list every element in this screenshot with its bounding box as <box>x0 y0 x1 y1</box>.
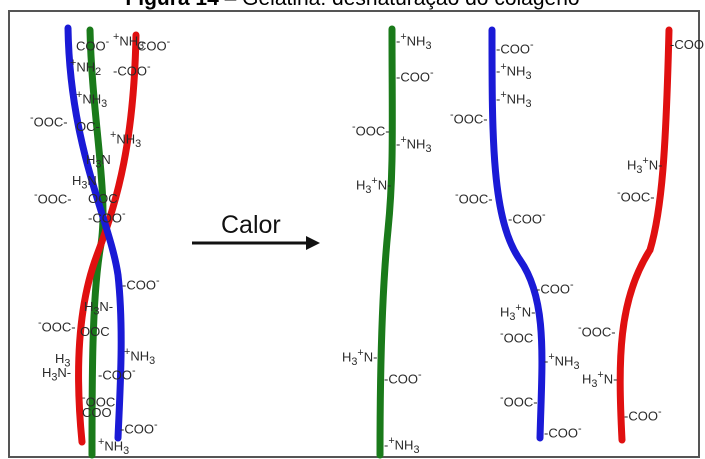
group-label: -OOC- <box>617 187 655 205</box>
group-label: -+NH3 <box>544 351 580 372</box>
figure-number: Figura 14 <box>125 0 218 10</box>
group-label: H3+N- <box>356 175 392 196</box>
group-label: OOC <box>88 191 118 206</box>
group-label: -COO- <box>624 406 662 424</box>
group-label: -OOC- <box>500 392 538 410</box>
group-label: H3+N- <box>627 155 663 176</box>
group-label: -COO- <box>396 67 434 85</box>
group-label: -+NH3 <box>384 435 420 456</box>
figure-frame <box>8 10 700 458</box>
helix-strand-red <box>75 31 140 446</box>
group-label: +NH3 <box>124 346 156 367</box>
group-label: +NH3 <box>110 129 142 150</box>
group-label: H3N- <box>42 365 72 384</box>
group-label: H3N <box>72 173 97 192</box>
arrow-label-calor: Calor <box>221 211 281 239</box>
group-label: COO- <box>137 36 171 54</box>
group-label: -COO- <box>88 208 126 226</box>
group-label: -COO- <box>113 61 151 79</box>
group-label: +NH3 <box>76 89 108 110</box>
figure-title: Figura 14 – Gelatina: desnaturação do co… <box>0 0 705 11</box>
group-label: H3 <box>55 351 71 370</box>
group-label: +NH3 <box>113 31 145 52</box>
group-label: COO- <box>76 36 110 54</box>
group-label: -OOC- <box>38 317 76 335</box>
group-label: -OOC <box>500 328 534 346</box>
group-label: +NH2 <box>70 57 102 78</box>
strand-red <box>616 26 673 444</box>
group-label: -COO- <box>384 369 422 387</box>
group-label: -OOC- <box>450 109 488 127</box>
group-label: -COO- <box>122 275 160 293</box>
group-label: -OOC- <box>455 189 493 207</box>
group-label: -+NH3 <box>496 89 532 110</box>
group-label: -COO- <box>508 209 546 227</box>
group-label: -OOC- <box>34 189 72 207</box>
group-label: -+NH3 <box>396 31 432 52</box>
group-label: -+NH3 <box>496 61 532 82</box>
strand-green <box>376 25 396 459</box>
group-label: -OOC- <box>578 322 616 340</box>
group-label: OC- <box>76 119 100 134</box>
group-label: COO <box>82 405 112 420</box>
group-label: -OOC- <box>30 112 68 130</box>
group-label: -COO- <box>544 423 582 441</box>
arrow-head <box>306 236 320 250</box>
group-label: -COO <box>670 37 704 52</box>
group-label: H3N- <box>84 299 114 318</box>
group-label: -+NH3 <box>396 134 432 155</box>
group-label: -OOC <box>82 392 116 410</box>
group-label: H3+N- <box>582 369 618 390</box>
group-label: -COO- <box>120 419 158 437</box>
group-label: -OOC- <box>352 121 390 139</box>
group-label: OOC <box>80 324 110 339</box>
group-label: -COO- <box>536 279 574 297</box>
figure-caption: – Gelatina: desnaturação do colágeno <box>219 0 580 10</box>
group-label: -COO- <box>98 365 136 383</box>
group-label: H3+N- <box>342 347 378 368</box>
strand-blue <box>488 26 546 442</box>
group-label: H3N <box>86 152 111 171</box>
group-label: +NH3 <box>98 436 130 457</box>
helix-strand-blue <box>64 24 125 442</box>
group-label: H3+N- <box>500 302 536 323</box>
group-label: -COO- <box>496 39 534 57</box>
